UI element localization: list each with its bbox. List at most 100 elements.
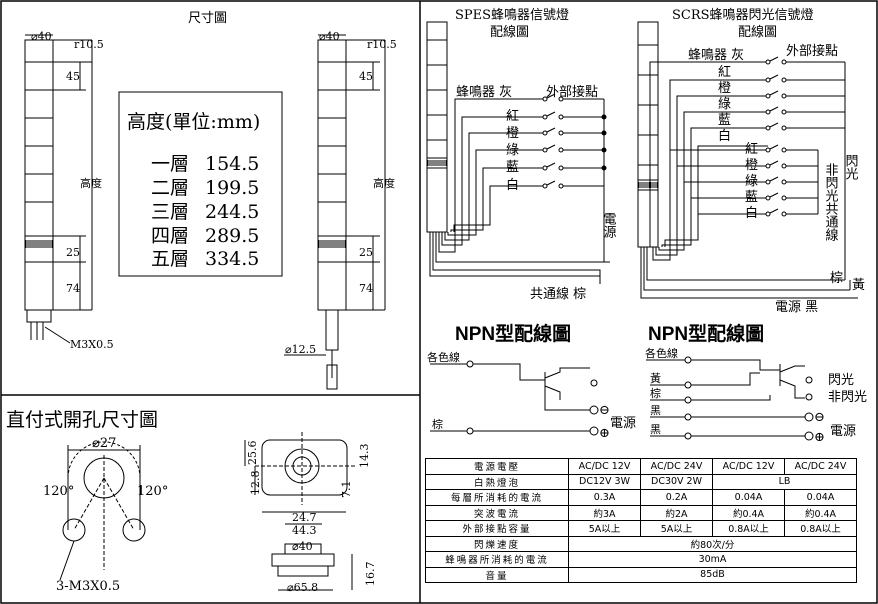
table-cell: 5A以上 [640, 520, 713, 537]
table-cell: 蜂鳴器所消耗的電流 [425, 551, 569, 568]
height-row-label: 二層 [151, 177, 189, 199]
height-row-value: 199.5 [205, 177, 259, 199]
scrs-power-black-label: 電源 黑 [775, 300, 818, 315]
scrs-color-orange-2: 橙 [745, 158, 758, 173]
npn1-title: NPN型配線圖 [455, 322, 571, 345]
table-cell: LB [712, 473, 857, 490]
table-cell: DC30V 2W [640, 473, 713, 490]
height-row-label: 五層 [151, 248, 189, 270]
scrs-color-green: 綠 [718, 97, 731, 112]
base-167: 16.7 [364, 562, 377, 587]
table-cell: 突波電流 [425, 504, 569, 521]
table-cell: 5A以上 [568, 520, 641, 537]
base-256: 25.6 [246, 441, 259, 466]
table-cell: 0.04A [784, 489, 857, 506]
npn2-title: NPN型配線圖 [648, 322, 764, 345]
scrs-brown-label: 棕 [830, 271, 843, 286]
npn2-circuit [646, 359, 805, 437]
spes-title: SPES蜂鳴器信號燈 [455, 8, 569, 23]
dim-r105-side: r10.5 [367, 38, 397, 51]
table-cell: 約3A [568, 504, 641, 521]
base-658: ⌀65.8 [287, 581, 318, 594]
table-cell: 0.8A以上 [784, 520, 857, 537]
scrs-buzzer-label: 蜂鳴器 灰 [688, 48, 744, 63]
dim-height-label-side: 高度 [373, 176, 395, 190]
table-row: 每層所消耗的電流 0.3A 0.2A 0.04A 0.04A [425, 489, 857, 506]
dim-height-label: 高度 [80, 176, 102, 190]
npn2-minus: ⊖ [814, 410, 825, 425]
table-cell: 30mA [568, 551, 857, 568]
table-cell: DC12V 3W [568, 473, 641, 490]
table-row: 電源電壓 AC/DC 12V AC/DC 24V AC/DC 12V AC/DC… [425, 458, 857, 475]
npn1-brown: 棕 [432, 417, 443, 431]
scrs-switch-nodes [765, 59, 787, 217]
base-143: 14.3 [358, 444, 371, 469]
table-cell: 0.8A以上 [712, 520, 785, 537]
spes-color-white: 白 [506, 177, 519, 193]
height-row-value: 244.5 [205, 201, 259, 223]
dim-45-side: 45 [359, 70, 373, 83]
dim-m3: M3X0.5 [70, 338, 114, 351]
spes-color-green: 綠 [506, 143, 519, 158]
dim-74: 74 [66, 282, 80, 295]
spes-color-blue: 藍 [506, 160, 519, 175]
spes-lamp [426, 21, 610, 284]
table-cell: 電源電壓 [425, 458, 569, 475]
scrs-nonflash-common-label: 非閃光共通線 [823, 163, 839, 241]
height-box-heading: 高度(單位:mm) [127, 111, 260, 133]
scrs-color-blue: 藍 [718, 113, 731, 128]
npn2-nonflash: 非閃光 [828, 390, 867, 405]
hole-title: 直付式開孔尺寸圖 [6, 409, 158, 431]
table-cell: 每層所消耗的電流 [425, 489, 569, 506]
table-cell: 0.3A [568, 489, 641, 506]
dim-25-side: 25 [359, 246, 373, 259]
scrs-color-red-2: 紅 [745, 142, 758, 157]
npn2-black2: 黑 [650, 423, 661, 436]
table-cell: 約80次/分 [568, 535, 857, 552]
table-cell: 約0.4A [712, 504, 785, 521]
spes-color-orange: 橙 [506, 126, 519, 141]
table-cell: 0.2A [640, 489, 713, 506]
table-row: 突波電流 約3A 約2A 約0.4A 約0.4A [425, 504, 857, 521]
lamp-front-view [24, 34, 93, 344]
npn2-each-color: 各色線 [645, 346, 678, 360]
table-cell: AC/DC 24V [784, 458, 857, 475]
npn1-circuit [430, 363, 590, 432]
height-row-value: 289.5 [205, 225, 259, 247]
base-71: 7.1 [340, 481, 353, 499]
npn2-yellow: 黃 [650, 372, 661, 385]
table-cell: 85dB [568, 566, 857, 583]
dim-125: ⌀12.5 [285, 343, 316, 356]
dimension-title: 尺寸圖 [188, 11, 227, 26]
table-cell: 閃爍速度 [425, 535, 569, 552]
dim-r105: r10.5 [74, 38, 104, 51]
dim-25: 25 [66, 246, 80, 259]
scrs-color-blue-2: 藍 [745, 190, 758, 205]
base-d40: ⌀40 [292, 540, 313, 553]
spec-table: 電源電壓 AC/DC 12V AC/DC 24V AC/DC 12V AC/DC… [425, 458, 857, 583]
table-cell: 約2A [640, 504, 713, 521]
spes-buzzer-label: 蜂鳴器 灰 [456, 85, 512, 100]
table-cell: AC/DC 24V [640, 458, 713, 475]
npn1-minus: ⊖ [599, 403, 610, 418]
npn2-flash: 閃光 [828, 373, 854, 388]
height-row-value: 334.5 [205, 248, 259, 270]
npn1-power: 電源 [610, 416, 636, 431]
spes-external-label: 外部接點 [546, 84, 598, 100]
table-cell: 0.04A [712, 489, 785, 506]
table-row: 閃爍速度 約80次/分 [425, 535, 857, 552]
npn1-terminals [466, 360, 599, 436]
table-cell: 白熱燈泡 [425, 473, 569, 490]
spes-color-red: 紅 [506, 109, 519, 124]
hole-120a: 120° [43, 484, 74, 499]
npn2-brown: 棕 [650, 386, 661, 400]
table-cell: AC/DC 12V [712, 458, 785, 475]
height-row-label: 一層 [151, 153, 189, 175]
scrs-color-red: 紅 [718, 65, 731, 80]
base-247: 24.7 [292, 511, 317, 524]
height-rows: 一層 154.5 二層 199.5 三層 244.5 四層 289.5 五層 3… [151, 153, 259, 270]
base-drawing [244, 432, 355, 591]
scrs-color-green-2: 綠 [745, 174, 758, 189]
